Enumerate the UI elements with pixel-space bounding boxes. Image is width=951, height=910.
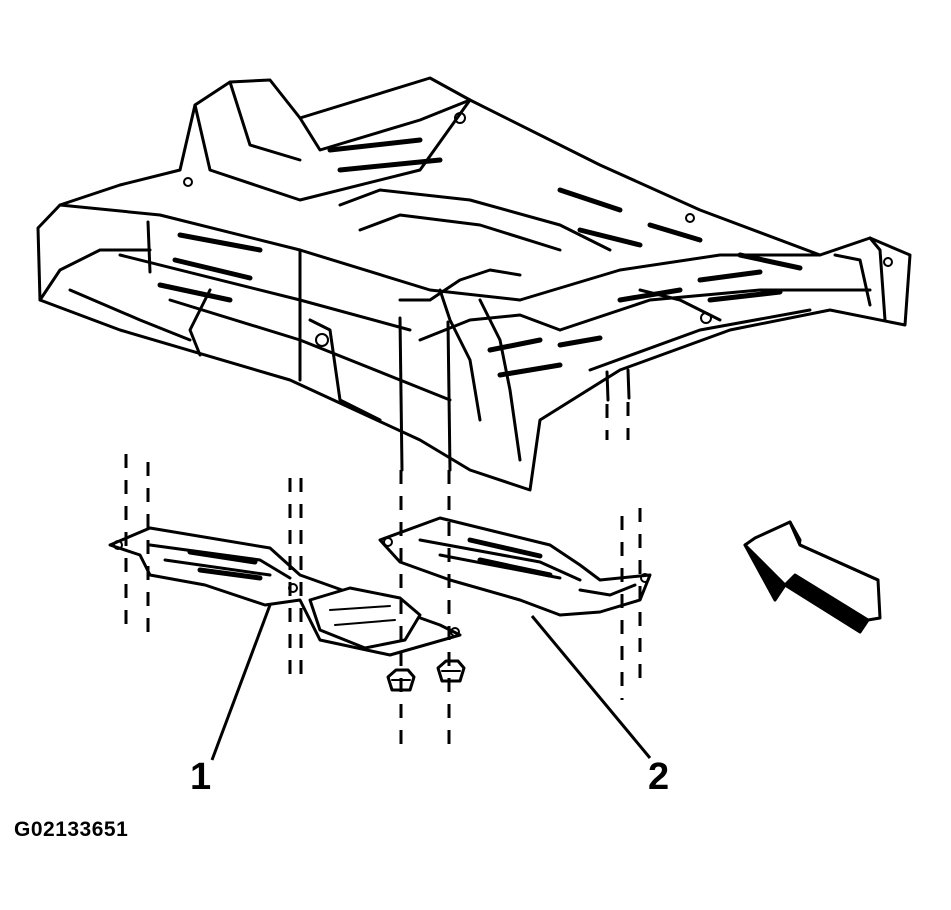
fastener-nuts [146,220,631,692]
callout-label-1: 1 [190,756,212,798]
vehicle-floor-pan [36,76,912,492]
callout-label-2: 2 [648,756,670,798]
shield-part-2 [378,516,652,617]
shield-part-1 [108,526,462,657]
figure-code: G02133651 [14,818,129,841]
front-direction-arrow-icon [743,520,882,634]
alignment-lines [124,402,642,750]
callout-leaders [210,604,652,761]
